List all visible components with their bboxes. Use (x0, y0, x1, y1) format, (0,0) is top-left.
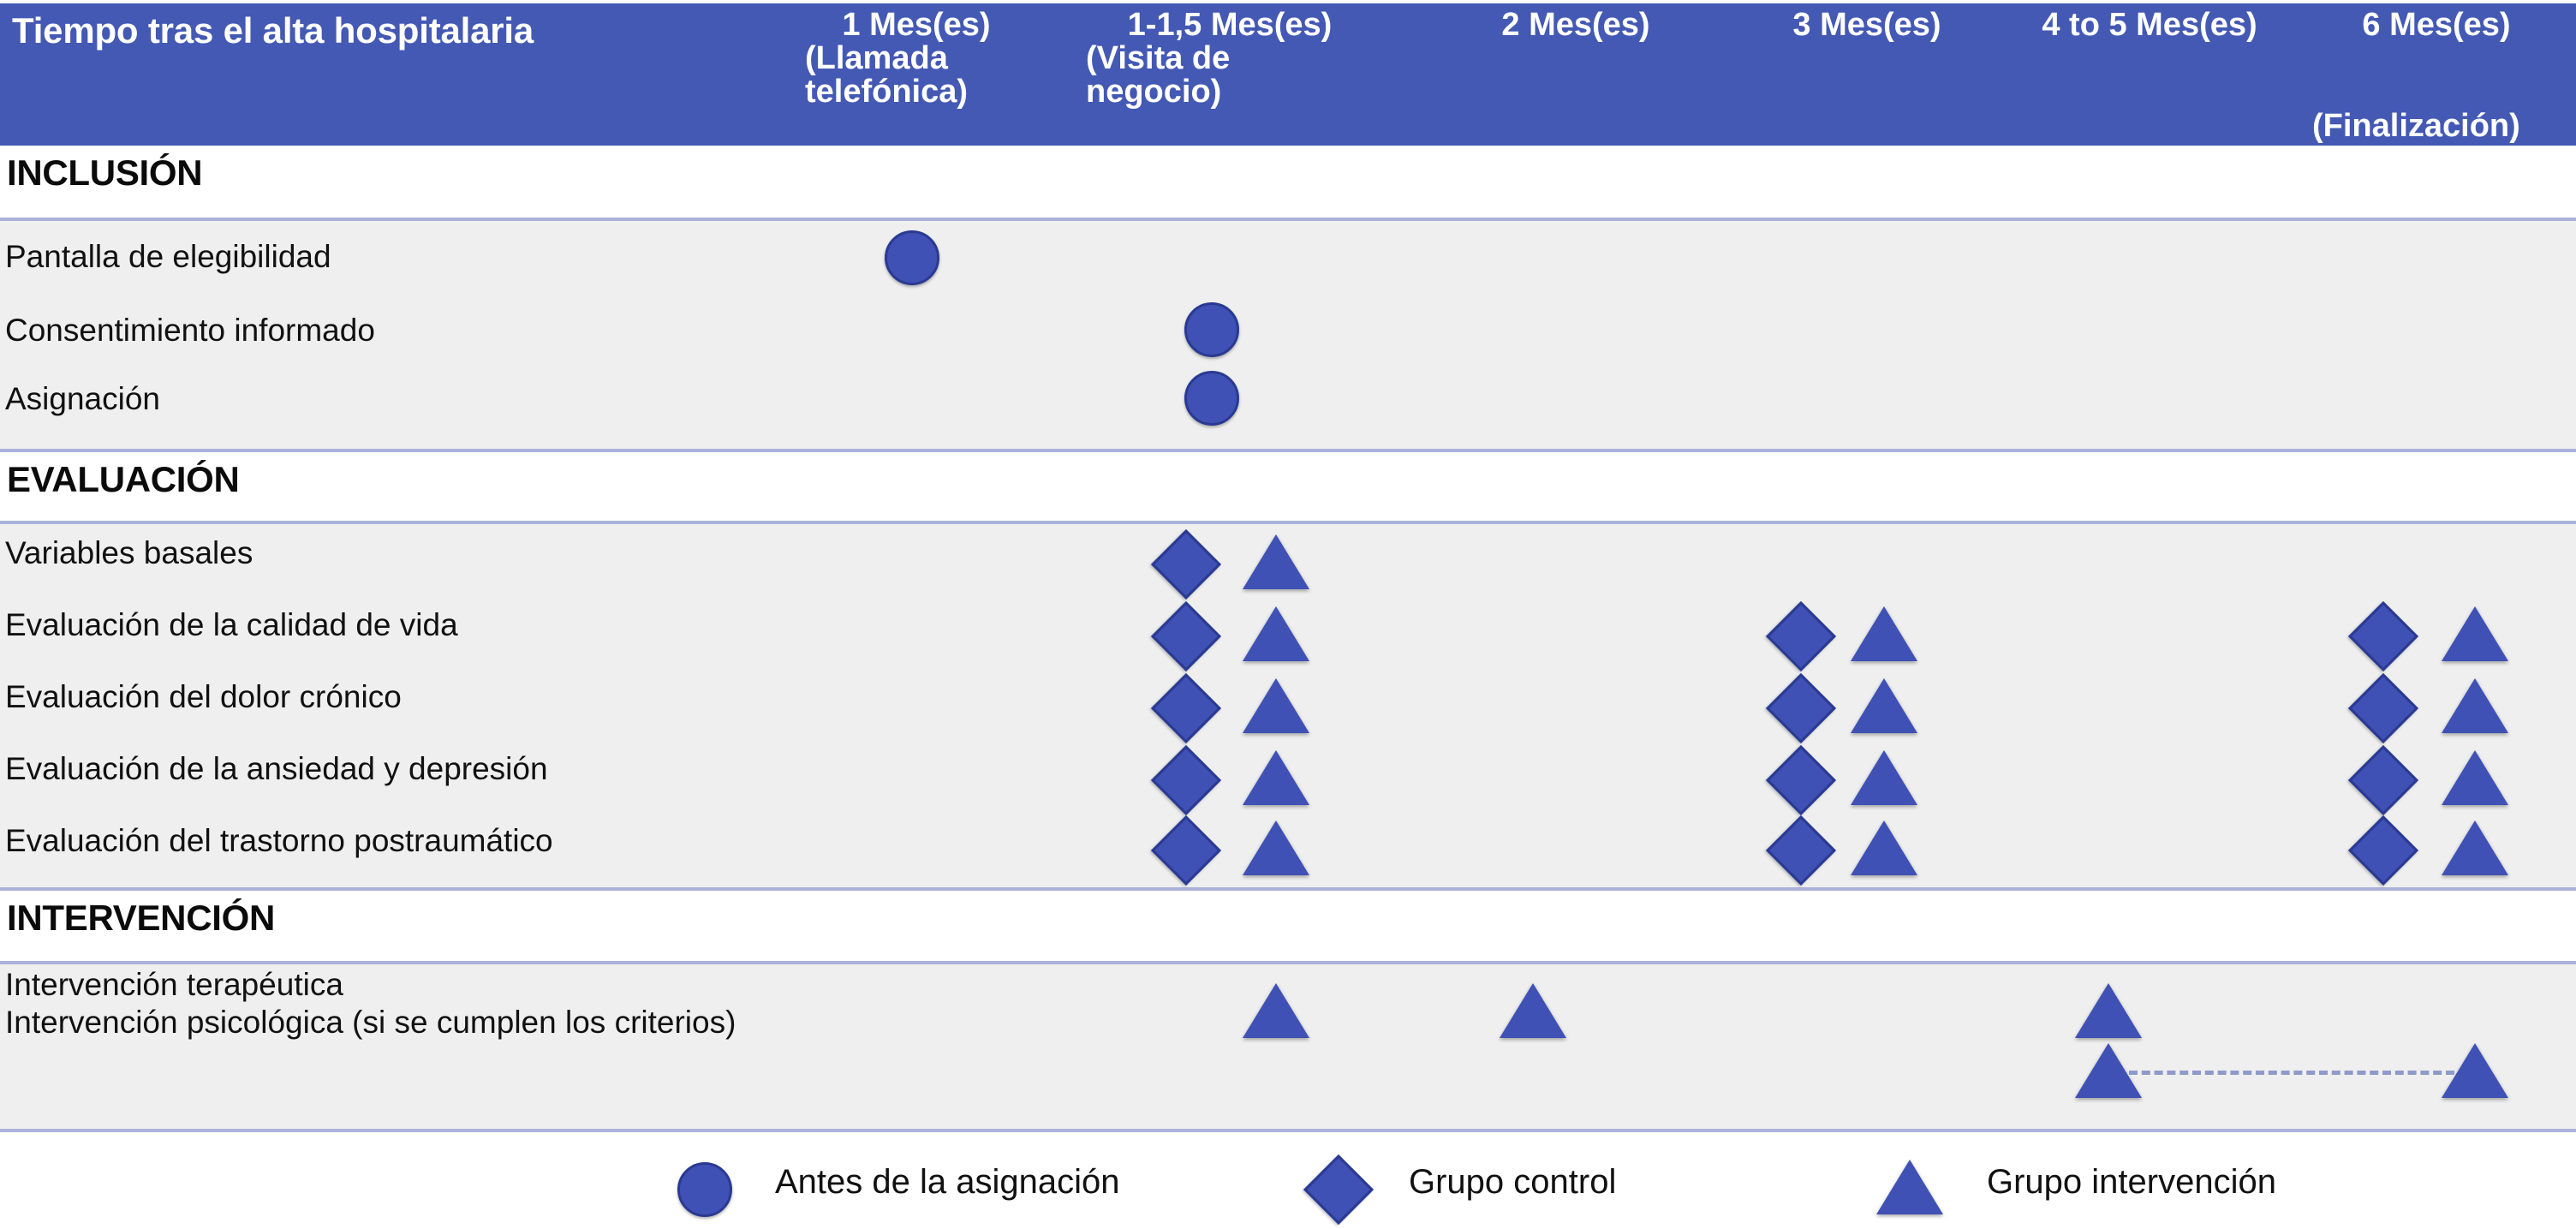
header-column-m45: 4 to 5 Mes(es) (1987, 7, 2312, 43)
row-label-consentimiento-informado: Consentimiento informado (5, 313, 375, 348)
header-column-m1-line1: 1 Mes(es) (842, 7, 991, 43)
header-column-m3: 3 Mes(es) (1747, 7, 1987, 43)
header-column-m3-line1: 3 Mes(es) (1792, 7, 1941, 43)
legend-label-antes-de-la-asignacion: Antes de la asignación (775, 1163, 1120, 1201)
row-label-dolor-cronico: Evaluación del dolor crónico (5, 679, 402, 714)
header-column-m6-line1: 6 Mes(es) (2362, 7, 2511, 43)
header-column-m6-line2: (Finalización) (2312, 108, 2520, 144)
legend-label-grupo-control: Grupo control (1409, 1163, 1617, 1201)
marker-triangle-intervencion-r1-m45 (2075, 983, 2142, 1038)
section-title-inclusion: INCLUSIÓN (7, 152, 203, 193)
marker-triangle-intervencion-r1-m115 (1243, 983, 1309, 1038)
row-label-pantalla-de-elegibilidad: Pantalla de elegibilidad (5, 239, 331, 274)
marker-triangle-evaluacion-r3-m3 (1851, 678, 1917, 733)
marker-triangle-evaluacion-r3-m6 (2442, 678, 2508, 733)
marker-triangle-evaluacion-r4-m115 (1243, 750, 1309, 805)
row-label-calidad-de-vida: Evaluación de la calidad de vida (5, 607, 458, 642)
legend-item-antes-de-la-asignacion: Antes de la asignación (0, 1148, 2576, 1229)
marker-triangle-evaluacion-r4-m6 (2442, 750, 2508, 805)
row-label-trastorno-postraumatico: Evaluación del trastorno postraumático (5, 823, 553, 858)
header-column-m115: 1-1,5 Mes(es) (Visita de negocio) (1086, 7, 1374, 110)
row-label-ansiedad-depresion: Evaluación de la ansiedad y depresión (5, 751, 548, 786)
section-title-intervencion: INTERVENCIÓN (7, 898, 275, 938)
section-band-intervencion: Intervención terapéutica Intervención ps… (0, 961, 2576, 1132)
marker-triangle-evaluacion-r5-m3 (1851, 820, 1917, 875)
header-row-title: Tiempo tras el alta hospitalaria (12, 10, 534, 51)
marker-triangle-evaluacion-r2-m6 (2442, 606, 2508, 661)
header-column-m115-line1: 1-1,5 Mes(es) (1127, 7, 1333, 43)
header-column-m2: 2 Mes(es) (1447, 7, 1704, 43)
row-label-intervencion-psicologica: Intervención psicológica (si se cumplen … (5, 1005, 736, 1040)
marker-circle-inclusion-r3-m115 (1184, 371, 1239, 426)
marker-triangle-evaluacion-r1-m115 (1243, 534, 1309, 589)
row-label-intervencion-terapeutica: Intervención terapéutica (5, 967, 343, 1002)
legend: Antes de la asignación Grupo control Gru… (0, 1148, 2576, 1229)
marker-triangle-intervencion-r1-m2 (1500, 983, 1566, 1038)
connector-dashed-intervencion-r2 (2129, 1071, 2454, 1075)
schedule-header-bar: Tiempo tras el alta hospitalaria 1 Mes(e… (0, 3, 2576, 146)
marker-triangle-evaluacion-r2-m3 (1851, 606, 1917, 661)
marker-triangle-evaluacion-r5-m115 (1243, 820, 1309, 875)
header-column-m2-line1: 2 Mes(es) (1501, 7, 1650, 43)
row-label-asignacion: Asignación (5, 381, 161, 416)
header-column-m6: 6 Mes(es) (Finalización) (2312, 7, 2561, 142)
legend-marker-triangle (1876, 1160, 1943, 1214)
marker-triangle-evaluacion-r2-m115 (1243, 606, 1309, 661)
marker-triangle-evaluacion-r5-m6 (2442, 820, 2508, 875)
header-column-m115-line2: (Visita de negocio) (1086, 40, 1231, 110)
row-label-variables-basales: Variables basales (5, 535, 253, 570)
legend-item-grupo-control: Grupo control (0, 1148, 2576, 1229)
legend-marker-circle (677, 1162, 732, 1217)
header-column-m45-line1: 4 to 5 Mes(es) (2042, 7, 2257, 43)
header-column-m1-line2: (Llamada telefónica) (805, 40, 969, 110)
section-title-evaluacion: EVALUACIÓN (7, 459, 240, 499)
marker-triangle-evaluacion-r3-m115 (1243, 678, 1309, 733)
section-band-inclusion: Pantalla de elegibilidad Consentimiento … (0, 218, 2576, 452)
header-column-m1: 1 Mes(es) (Llamada telefónica) (805, 7, 1028, 110)
marker-circle-inclusion-r1-m1 (885, 230, 939, 285)
marker-circle-inclusion-r2-m115 (1184, 302, 1239, 357)
legend-label-grupo-intervencion: Grupo intervención (1987, 1163, 2276, 1201)
marker-triangle-evaluacion-r4-m3 (1851, 750, 1917, 805)
legend-item-grupo-intervencion: Grupo intervención (0, 1148, 2576, 1229)
